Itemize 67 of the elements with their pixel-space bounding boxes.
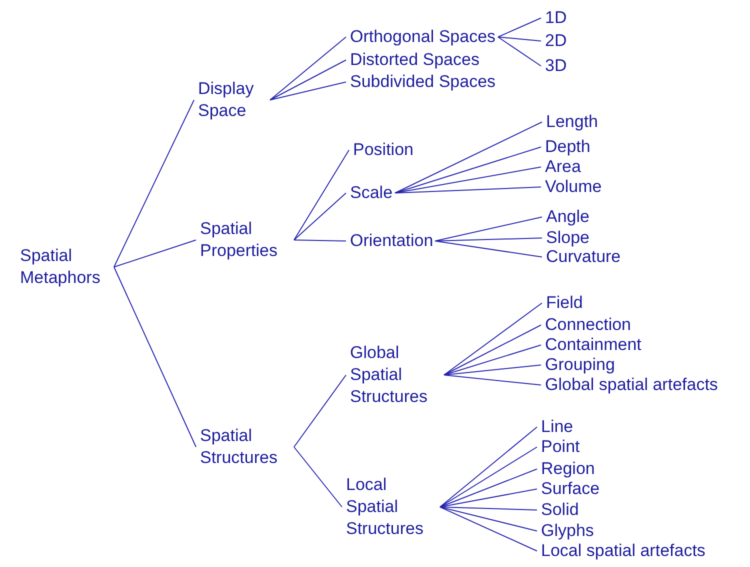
tree-label: Curvature: [546, 246, 621, 268]
tree-label: Region: [541, 458, 595, 480]
tree-label: Global Spatial Structures: [350, 342, 442, 408]
connector-line: [440, 506, 538, 532]
connector-line: [440, 506, 538, 552]
connector-line: [114, 266, 196, 448]
tree-label: Orientation: [350, 230, 434, 252]
tree-label: Containment: [545, 334, 642, 356]
connector-line: [434, 240, 542, 258]
tree-label: Local spatial artefacts: [541, 540, 706, 562]
connector-line: [440, 488, 538, 508]
connector-line: [114, 100, 194, 268]
tree-label: Orthogonal Spaces: [350, 26, 496, 48]
tree-label: 2D: [545, 30, 567, 52]
tree-label: Subdivided Spaces: [350, 71, 496, 93]
tree-label: Spatial Structures: [200, 425, 292, 469]
tree-label: Glyphs: [541, 520, 594, 542]
tree-label: Point: [541, 436, 580, 458]
tree-label: Spatial Properties: [200, 218, 292, 262]
connector-line: [498, 18, 542, 38]
connector-line: [498, 36, 542, 42]
tree-label: Distorted Spaces: [350, 49, 480, 71]
tree-label: 3D: [545, 55, 567, 77]
connector-line: [444, 324, 542, 376]
connector-line: [394, 122, 542, 194]
connector-line: [270, 60, 346, 100]
connector-line: [394, 166, 542, 194]
connector-line: [114, 240, 196, 268]
connector-line: [440, 426, 538, 508]
tree-label: Length: [546, 111, 598, 133]
connector-line: [270, 36, 346, 100]
tree-label: Angle: [546, 206, 590, 228]
tree-label: Connection: [545, 314, 632, 336]
connector-line: [440, 468, 538, 508]
connector-line: [444, 302, 542, 376]
tree-label: Slope: [546, 227, 590, 249]
tree-label: Field: [546, 292, 583, 314]
tree-label: Area: [545, 156, 581, 178]
tree-label: Position: [353, 139, 414, 161]
connector-line: [444, 364, 542, 376]
tree-label: Scale: [350, 182, 393, 204]
connector-line: [294, 150, 350, 240]
connector-line: [394, 186, 542, 194]
tree-label: Spatial Metaphors: [20, 245, 112, 289]
tree-label: 1D: [545, 7, 567, 29]
tree-label: Depth: [545, 136, 590, 158]
connector-line: [294, 240, 346, 242]
tree-label: Surface: [541, 478, 600, 500]
connector-line: [434, 216, 542, 242]
connector-line: [294, 446, 342, 508]
connector-line: [294, 374, 346, 448]
connector-line: [498, 36, 542, 66]
tree-label: Volume: [545, 176, 602, 198]
tree-label: Local Spatial Structures: [346, 474, 438, 540]
connector-line: [444, 374, 542, 386]
connector-line: [394, 146, 542, 194]
tree-label: Display Space: [198, 78, 268, 122]
connector-line: [440, 506, 538, 510]
connector-line: [440, 446, 538, 508]
tree-label: Line: [541, 416, 574, 438]
connector-line: [434, 238, 542, 242]
connector-line: [294, 192, 346, 240]
tree-label: Global spatial artefacts: [545, 374, 718, 396]
connector-line: [270, 82, 346, 100]
tree-label: Grouping: [545, 354, 615, 376]
tree-label: Solid: [541, 499, 579, 521]
connector-line: [444, 344, 542, 376]
